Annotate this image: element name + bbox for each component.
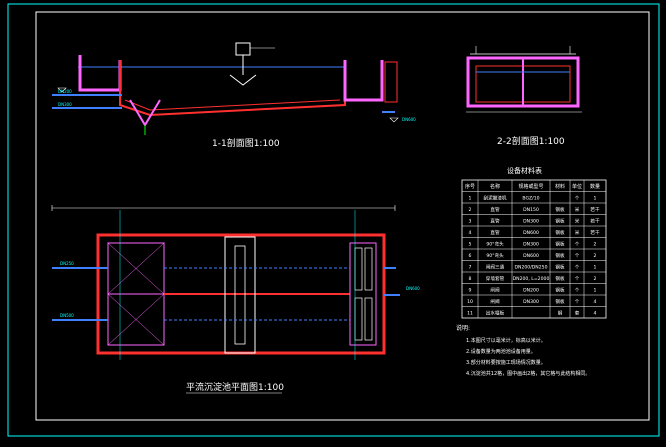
label-pipe-dn300: DN300 [58,102,72,107]
table-cell: 1 [594,196,597,202]
table-title: 设备材料表 [507,166,542,175]
table-cell: 4 [594,299,597,305]
table-cell: 直管 [490,206,500,213]
label-plan-dn250: DN250 [60,261,74,266]
table-cell: 钢板 [555,218,565,225]
table-cell: 5 [469,242,472,248]
table-cell: 1 [594,288,597,294]
table-cell: 米 [575,206,580,213]
table-cell: 90°弯头 [486,252,504,259]
label-plan-dn500: DN500 [60,313,74,318]
table-cell: 钢板 [555,275,565,282]
table-cell: 个 [575,288,580,294]
table-header-cell: 名称 [490,183,500,190]
note-item: 2.设备数量为两池池设备用量。 [466,348,536,355]
table-cell: 若干 [590,218,600,225]
table-cell: DN600 [523,253,539,259]
label-plan-dn600: DN600 [406,286,420,291]
section-2-2-title: 2-2剖面图1:100 [497,135,565,147]
table-cell: 钢板 [555,241,565,248]
table-cell: 个 [575,276,580,282]
table-cell: 闸阀三通 [486,264,505,271]
table-cell: 钢板 [555,206,565,213]
table-cell: DN300 [523,219,539,225]
note-item: 4.沉淀池共12格，图中画出2格，其它格与此结构相同。 [466,370,590,377]
table-cell: 4 [594,311,597,317]
table-header-cell: 材料 [555,183,565,190]
table-cell: 钢板 [555,287,565,294]
table-cell: 个 [575,253,580,259]
notes-list: 1.本图尺寸以毫米计，标高以米计。 2.设备数量为两池池设备用量。 3.部分材料要按… [466,337,590,377]
table-cell: 2 [469,207,472,213]
table-header-cell: 单位 [572,183,582,190]
table-cell: DN150 [523,207,539,213]
table-cell: 穿墙套管 [486,275,505,282]
table-cell: 钢板 [555,264,565,271]
label-pipe-dn200: DN200 [58,89,72,94]
section-2-2 [466,46,582,113]
table-cell: 闸阀 [490,298,500,305]
table-cell: 2 [594,242,597,248]
table-cell: BGZ/10 [522,196,539,202]
table-cell: 4 [469,230,472,236]
table-header-cell: 规格或型号 [518,183,543,190]
table-cell: 2 [594,253,597,259]
table-cell: 7 [469,265,472,271]
table-cell: 个 [575,299,580,305]
table-cell: 直管 [490,229,500,236]
table-cell: 8 [469,276,472,282]
outer-frame [7,3,660,437]
table-cell: 米 [575,229,580,236]
table-cell: 若干 [590,206,600,213]
table-cell: 90°弯头 [486,241,504,248]
table-cell: 钢 [558,310,563,317]
table-cell: 米 [575,218,580,225]
note-item: 3.部分材料要按施工现场情况数量。 [466,359,546,366]
table-cell: 个 [575,196,580,202]
table-cell: 10 [467,299,473,305]
inner-frame [35,11,650,421]
table-cell: 6 [469,253,472,259]
table-cell: 钢板 [555,298,565,305]
table-cell: DN300 [523,242,539,248]
table-cell: 11 [467,311,473,317]
table-cell: 9 [469,288,472,294]
table-cell: 出水堰板 [486,310,505,317]
table-cell: 1 [469,196,472,202]
table-cell: 刮泥撇渣机 [484,195,507,202]
label-pipe-dn600: DN600 [402,117,416,122]
section-1-1-title: 1-1剖面图1:100 [212,137,280,149]
section-1-1: DN200 DN300 DN600 [52,42,416,135]
table-cell: DN300 [523,299,539,305]
table-cell: 1 [594,265,597,271]
plan-view: DN250 DN500 DN600 [51,205,420,360]
table-cell: 闸阀 [490,287,500,294]
table-cell: 套 [575,310,580,317]
note-item: 1.本图尺寸以毫米计，标高以米计。 [466,337,546,344]
table-cell: 2 [594,276,597,282]
table-cell: 钢板 [555,252,565,259]
plan-title: 平流沉淀池平面图1:100 [186,381,284,393]
table-header-cell: 序号 [465,183,475,190]
table-cell: 个 [575,265,580,271]
table-cell: 若干 [590,229,600,236]
notes-title: 说明: [456,324,470,332]
table-cell: 个 [575,242,580,248]
table-header-cell: 数量 [590,183,600,190]
table-cell: DN600 [523,230,539,236]
table-cell: 3 [469,219,472,225]
table-cell: DN200 [523,288,539,294]
table-cell: 直管 [490,218,500,225]
table-cell: DN200, L=2000 [513,276,550,282]
table-cell: DN200/DN250 [514,265,547,271]
table-cell: 钢板 [555,229,565,236]
